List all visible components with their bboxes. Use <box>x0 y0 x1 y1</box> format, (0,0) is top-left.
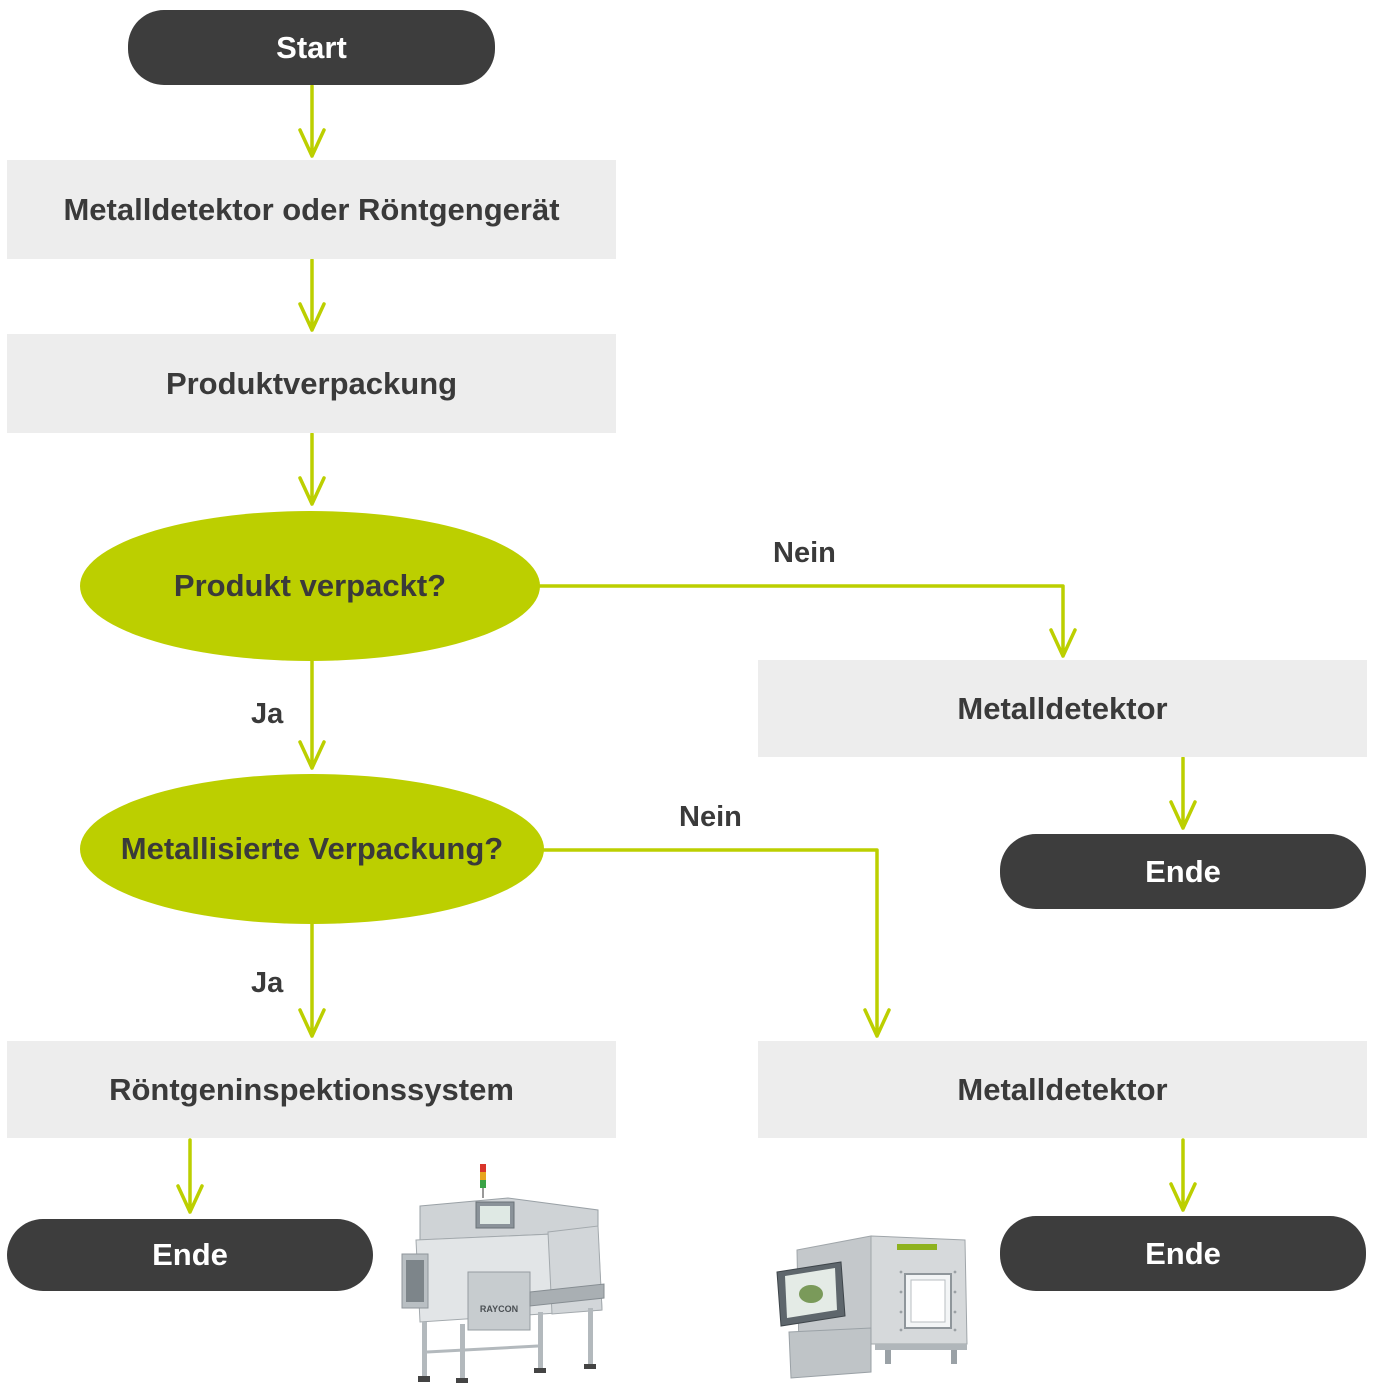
decision-metallized-label: Metallisierte Verpackung? <box>120 831 504 866</box>
end-right-label: Ende <box>1145 853 1221 889</box>
start-node: Start <box>128 10 495 85</box>
arrow-packed-yes <box>298 658 326 770</box>
arrow-device-to-packaging <box>298 258 326 332</box>
edge-label-packed-yes: Ja <box>251 698 284 730</box>
arrow-detector-to-end-bottom <box>1169 1138 1197 1212</box>
metal-detector-box-bottom: Metalldetektor <box>758 1041 1367 1138</box>
packaging-label: Produktverpackung <box>165 365 458 401</box>
metal-detector-right-label: Metalldetektor <box>957 690 1168 726</box>
packaging-box: Produktverpackung <box>7 334 616 433</box>
edge-label-metallized-no: Nein <box>679 801 742 833</box>
arrow-packaging-to-decision <box>298 432 326 506</box>
metal-detector-machine-image <box>776 1235 968 1379</box>
start-label: Start <box>276 29 347 65</box>
end-node-bottom: Ende <box>1000 1216 1366 1291</box>
xray-system-box: Röntgeninspektionssystem <box>7 1041 616 1138</box>
edge-label-packed-no: Nein <box>773 537 836 569</box>
arrow-detector-to-end-right <box>1169 756 1197 830</box>
device-choice-box: Metalldetektor oder Röntgengerät <box>7 160 616 259</box>
xray-system-label: Röntgeninspektionssystem <box>109 1071 514 1107</box>
arrow-metallized-no <box>542 848 891 1038</box>
device-choice-label: Metalldetektor oder Röntgengerät <box>63 191 560 227</box>
end-node-left: Ende <box>7 1219 373 1291</box>
end-node-right: Ende <box>1000 834 1366 909</box>
decision-metallized-packaging: Metallisierte Verpackung? <box>80 774 544 924</box>
end-bottom-label: Ende <box>1145 1235 1221 1271</box>
decision-product-packed: Produkt verpackt? <box>80 511 540 661</box>
arrow-xray-to-end <box>176 1138 204 1214</box>
xray-inspection-machine-image: RAYCON <box>401 1164 605 1383</box>
arrow-start-to-device <box>298 84 326 158</box>
decision-product-packed-label: Produkt verpackt? <box>173 568 447 603</box>
metal-detector-bottom-label: Metalldetektor <box>957 1071 1168 1107</box>
metal-detector-box-right: Metalldetektor <box>758 660 1367 757</box>
edge-label-metallized-yes: Ja <box>251 967 284 999</box>
arrow-packed-no <box>538 584 1077 658</box>
machine-brand-label: RAYCON <box>480 1304 518 1314</box>
arrow-metallized-yes <box>298 920 326 1038</box>
end-left-label: Ende <box>152 1237 228 1272</box>
